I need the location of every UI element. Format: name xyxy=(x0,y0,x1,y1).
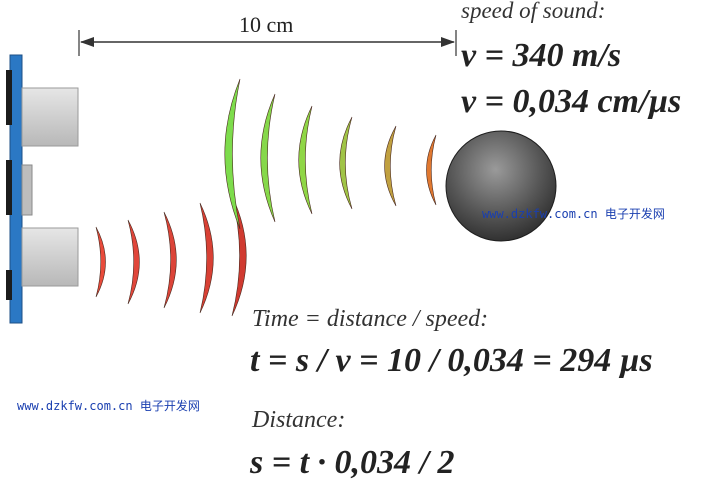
echo-wave xyxy=(224,78,241,230)
echo-wave xyxy=(298,105,313,215)
time-formula: t = s / v = 10 / 0,034 = 294 µs xyxy=(250,342,653,379)
dimension-arrow-left xyxy=(80,37,94,47)
time-caption: Time = distance / speed: xyxy=(252,306,489,332)
echo-wave xyxy=(260,93,276,223)
emitted-wave xyxy=(231,195,247,317)
transmitter-transducer xyxy=(21,227,79,287)
watermark-name: 电子开发网 xyxy=(604,207,665,221)
distance-label: 10 cm xyxy=(239,12,294,37)
distance-formula: s = t · 0,034 / 2 xyxy=(250,444,455,481)
watermark-url: www.dzkfw.com.cn xyxy=(17,399,133,413)
sensor-pin-top xyxy=(6,70,12,125)
sensor-pin-middle xyxy=(6,160,12,215)
echo-wave xyxy=(339,116,353,210)
sensor-pin-bottom xyxy=(6,270,12,300)
distance-dimension xyxy=(78,30,457,56)
emitted-wave xyxy=(95,226,106,298)
emitted-wave xyxy=(127,219,140,305)
speed-formula-cmus: v = 0,034 cm/µs xyxy=(461,83,682,120)
watermark-top: www.dzkfw.com.cn 电子开发网 xyxy=(482,205,665,222)
echo-wave xyxy=(384,125,397,207)
target-object xyxy=(445,130,557,242)
crystal xyxy=(21,164,33,216)
watermark-url: www.dzkfw.com.cn xyxy=(482,207,598,221)
receiver-transducer xyxy=(21,87,79,147)
emitted-wave xyxy=(199,202,214,314)
watermark-name: 电子开发网 xyxy=(139,399,200,413)
emitted-wave xyxy=(163,211,177,309)
speed-caption: speed of sound: xyxy=(461,0,606,23)
ultrasonic-sensor xyxy=(6,54,79,324)
watermark-bottom: www.dzkfw.com.cn 电子开发网 xyxy=(17,397,200,414)
distance-caption: Distance: xyxy=(252,407,346,433)
dimension-arrow-right xyxy=(441,37,455,47)
speed-formula-ms: v = 340 m/s xyxy=(461,37,622,74)
emitted-waves xyxy=(95,195,247,317)
echo-waves xyxy=(224,78,437,230)
echo-wave xyxy=(426,134,437,206)
